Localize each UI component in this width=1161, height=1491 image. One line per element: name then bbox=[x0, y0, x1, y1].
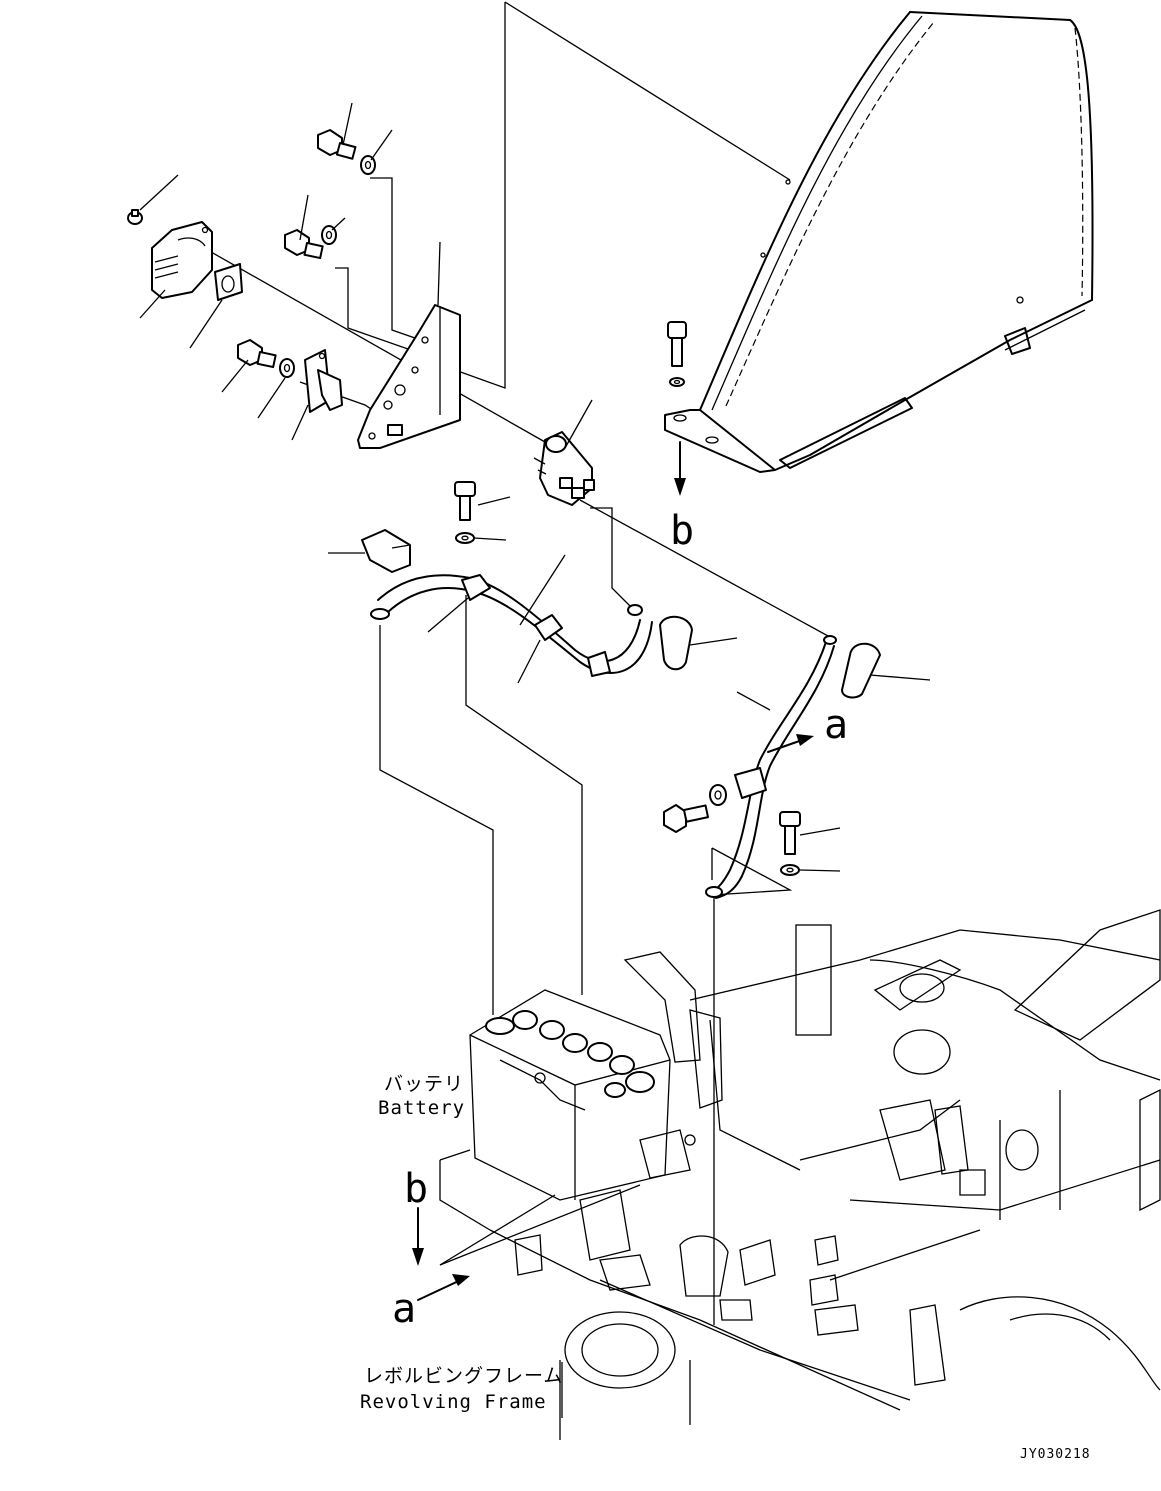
terminal-cover bbox=[151, 221, 213, 299]
relay-small-bracket bbox=[304, 349, 343, 413]
terminal-boot-1 bbox=[659, 615, 693, 671]
drawing-code: JY030218 bbox=[1020, 1447, 1091, 1462]
view-arrow-a-bottom bbox=[417, 1274, 470, 1301]
view-arrow-b-top bbox=[674, 441, 686, 496]
terminal-boot-2 bbox=[841, 642, 881, 699]
battery-relay bbox=[533, 431, 595, 506]
cable-harness bbox=[361, 529, 653, 677]
view-label-a-right: a bbox=[824, 702, 848, 748]
labels: b a b a バッテリ Battery レボルビングフレーム Revolvin… bbox=[360, 508, 1091, 1462]
frame-bolt bbox=[779, 811, 801, 876]
ground-cable bbox=[705, 635, 837, 899]
view-arrow-b-bottom bbox=[412, 1207, 424, 1266]
frame-label-jp: レボルビングフレーム bbox=[364, 1365, 563, 1387]
ground-bolt bbox=[663, 784, 727, 833]
view-label-a-bottom: a bbox=[392, 1286, 416, 1332]
revolving-frame bbox=[439, 909, 1161, 1440]
cover-bolt bbox=[667, 321, 687, 387]
relay-bracket bbox=[357, 304, 461, 449]
view-arrow-a-right bbox=[767, 734, 814, 753]
explode-lines bbox=[189, 1, 829, 1325]
frame-label-en: Revolving Frame bbox=[360, 1391, 547, 1413]
bolt-middle bbox=[284, 225, 337, 260]
battery-label-en: Battery bbox=[378, 1097, 465, 1119]
callout-leaders bbox=[139, 102, 931, 872]
battery-label-jp: バッテリ bbox=[384, 1073, 464, 1095]
battery bbox=[469, 989, 696, 1201]
small-screw bbox=[127, 209, 143, 225]
bolt-top bbox=[317, 129, 376, 175]
view-label-b-bottom: b bbox=[404, 1166, 428, 1212]
gasket bbox=[214, 263, 243, 301]
bolt-lower bbox=[237, 339, 295, 378]
cover-panel bbox=[664, 11, 1094, 473]
view-label-b-top: b bbox=[670, 508, 694, 554]
relay-bolt bbox=[454, 481, 476, 544]
